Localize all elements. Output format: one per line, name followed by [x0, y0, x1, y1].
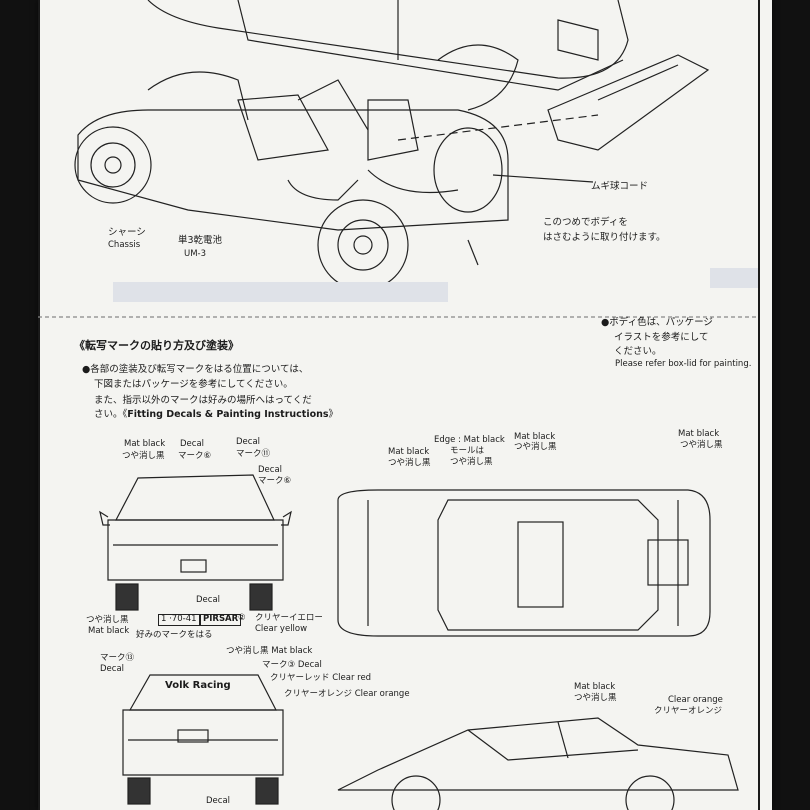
front-bottom-decal: Decal	[196, 595, 221, 605]
top-mat-black-left-ja: つや消し黒	[388, 458, 431, 468]
rear-mat-black: つや消し黒 Mat black	[226, 646, 313, 656]
rear-clear-orange: クリヤーオレンジ Clear orange	[284, 689, 410, 699]
front-plate-1: 1 ·70-41	[158, 614, 200, 626]
right-border	[758, 0, 760, 810]
rear-bottom-decal: Decal	[206, 796, 231, 806]
body-color-2: イラストを参考にして	[614, 332, 709, 343]
battery-label-ja: 単3乾電池	[178, 235, 223, 246]
rear-mark: マーク⑬	[100, 653, 135, 663]
left-border	[38, 0, 40, 810]
attach-note-2: はさむように取り付けます。	[543, 232, 666, 243]
front-preference-note: 好みのマークをはる	[136, 630, 213, 640]
front-decal: Decal	[180, 439, 205, 449]
top-body-drawing	[147, 0, 710, 151]
chassis-label-en: Chassis	[108, 240, 141, 250]
top-mat-black-right: Mat black	[678, 429, 720, 439]
front-clear-yellow-ja: クリヤーイエロー	[255, 613, 323, 623]
heading-en-suffix: 》	[328, 409, 339, 420]
body-color-3: ください。	[614, 346, 662, 357]
section-heading: 《転写マークの貼り方及び塗装》	[74, 339, 239, 352]
grey-band-1	[113, 282, 448, 302]
side-mat-black: Mat black	[574, 682, 616, 692]
top-mat-black-ja: つや消し黒	[514, 442, 557, 452]
front-num2: ②	[238, 613, 246, 623]
front-decal-mark11: マーク⑪	[236, 449, 271, 459]
rear-car-drawing	[122, 674, 284, 805]
front-mat-black-bottom-ja: つや消し黒	[86, 615, 129, 625]
heading-en-line: さい。《Fitting Decals & Painting Instructio…	[94, 409, 339, 421]
top-edge-ja: モールは	[450, 446, 485, 456]
line-art	[38, 0, 758, 810]
attach-note-1: このつめでボディを	[543, 217, 628, 228]
front-car-drawing	[99, 474, 292, 611]
top-car-drawing	[337, 489, 711, 637]
rear-clear-red: クリヤーレッド Clear red	[270, 673, 372, 683]
front-mat-black-bottom: Mat black	[88, 626, 130, 636]
front-decal-right-mark: マーク⑥	[258, 476, 292, 486]
rear-banner: Volk Racing	[165, 680, 231, 691]
side-mat-black-ja: つや消し黒	[574, 693, 617, 703]
front-decal-mark6: マーク⑥	[178, 451, 212, 461]
battery-label-en: UM-3	[184, 249, 207, 259]
heading-en: Fitting Decals & Painting Instructions	[127, 409, 329, 420]
front-decal-right: Decal	[258, 465, 283, 475]
front-decal-label: Decal	[236, 437, 261, 447]
front-mat-black: Mat black	[124, 439, 166, 449]
side-clear-orange: Clear orange	[668, 695, 723, 705]
rear-decal: Decal	[100, 664, 125, 674]
front-mat-black-ja: つや消し黒	[122, 451, 165, 461]
heading-en-prefix: さい。《	[94, 409, 128, 420]
body-color-1: ●ボディ色は、パッケージ	[601, 317, 713, 328]
front-clear-yellow: Clear yellow	[255, 624, 308, 634]
side-car-drawing	[337, 717, 739, 810]
top-edge-ja2: つや消し黒	[450, 457, 493, 467]
note-line-2: 下図またはパッケージを参考にしてください。	[94, 379, 293, 390]
side-clear-orange-ja: クリヤーオレンジ	[654, 706, 723, 716]
rear-mark3: マーク③ Decal	[262, 660, 322, 670]
top-edge-mat-black: Edge : Mat black	[434, 435, 505, 445]
grey-band-2	[710, 268, 758, 288]
note-line-3: また、指示以外のマークは好みの場所へはってくだ	[94, 395, 312, 406]
top-mat-black-right-ja: つや消し黒	[680, 440, 723, 450]
front-plate-2: PIRSAR	[200, 614, 242, 626]
instruction-sheet: ムギ球コード シャーシ Chassis 単3乾電池 UM-3 このつめでボディを…	[38, 0, 772, 810]
body-color-en: Please refer box-lid for painting.	[615, 359, 752, 369]
top-mat-black-left: Mat black	[388, 447, 430, 457]
note-line-1: ●各部の塗装及び転写マークをはる位置については、	[82, 364, 309, 375]
top-mat-black: Mat black	[514, 432, 556, 442]
chassis-drawing	[74, 71, 599, 291]
mugi-bulb-cord-label: ムギ球コード	[591, 181, 649, 192]
chassis-label-ja: シャーシ	[108, 227, 146, 238]
